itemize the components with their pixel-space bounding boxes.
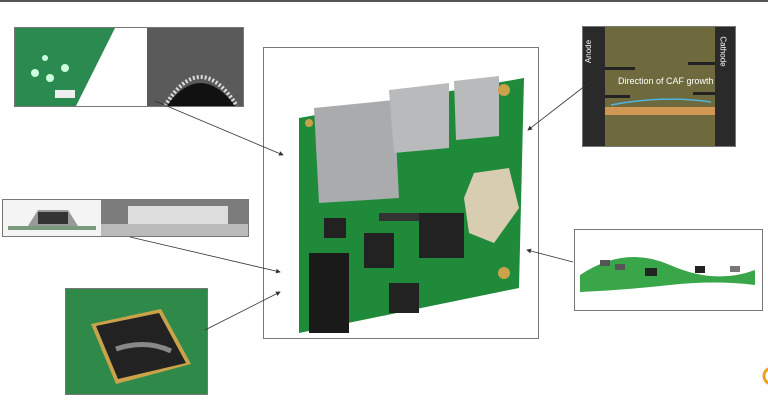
solder-joint-illustration <box>3 200 248 236</box>
pcb-surface-inset <box>14 27 244 107</box>
arrow-cross-section-to-board <box>129 236 281 274</box>
qfp-chip-illustration <box>91 309 191 384</box>
caf-growth-inset: Anode Cathode Direction of CAF growth <box>582 26 736 147</box>
qfp-chip-inset <box>65 288 208 395</box>
pcb-board-illustration <box>299 76 524 333</box>
caf-growth-label: Direction of CAF growth <box>618 76 714 86</box>
flex-pcb-illustration <box>580 257 755 292</box>
component-cross-section-inset <box>2 199 249 237</box>
cathode-label: Cathode <box>718 36 728 67</box>
anode-label: Anode <box>584 39 594 64</box>
pcb-dendrite-illustration <box>15 28 243 106</box>
orange-decoration <box>762 367 768 385</box>
top-border-line <box>0 0 768 2</box>
flexible-pcb-inset <box>574 229 763 311</box>
main-pcb-image <box>263 47 539 339</box>
caf-cross-section <box>583 27 735 146</box>
caf-direction-arrow <box>610 98 712 106</box>
